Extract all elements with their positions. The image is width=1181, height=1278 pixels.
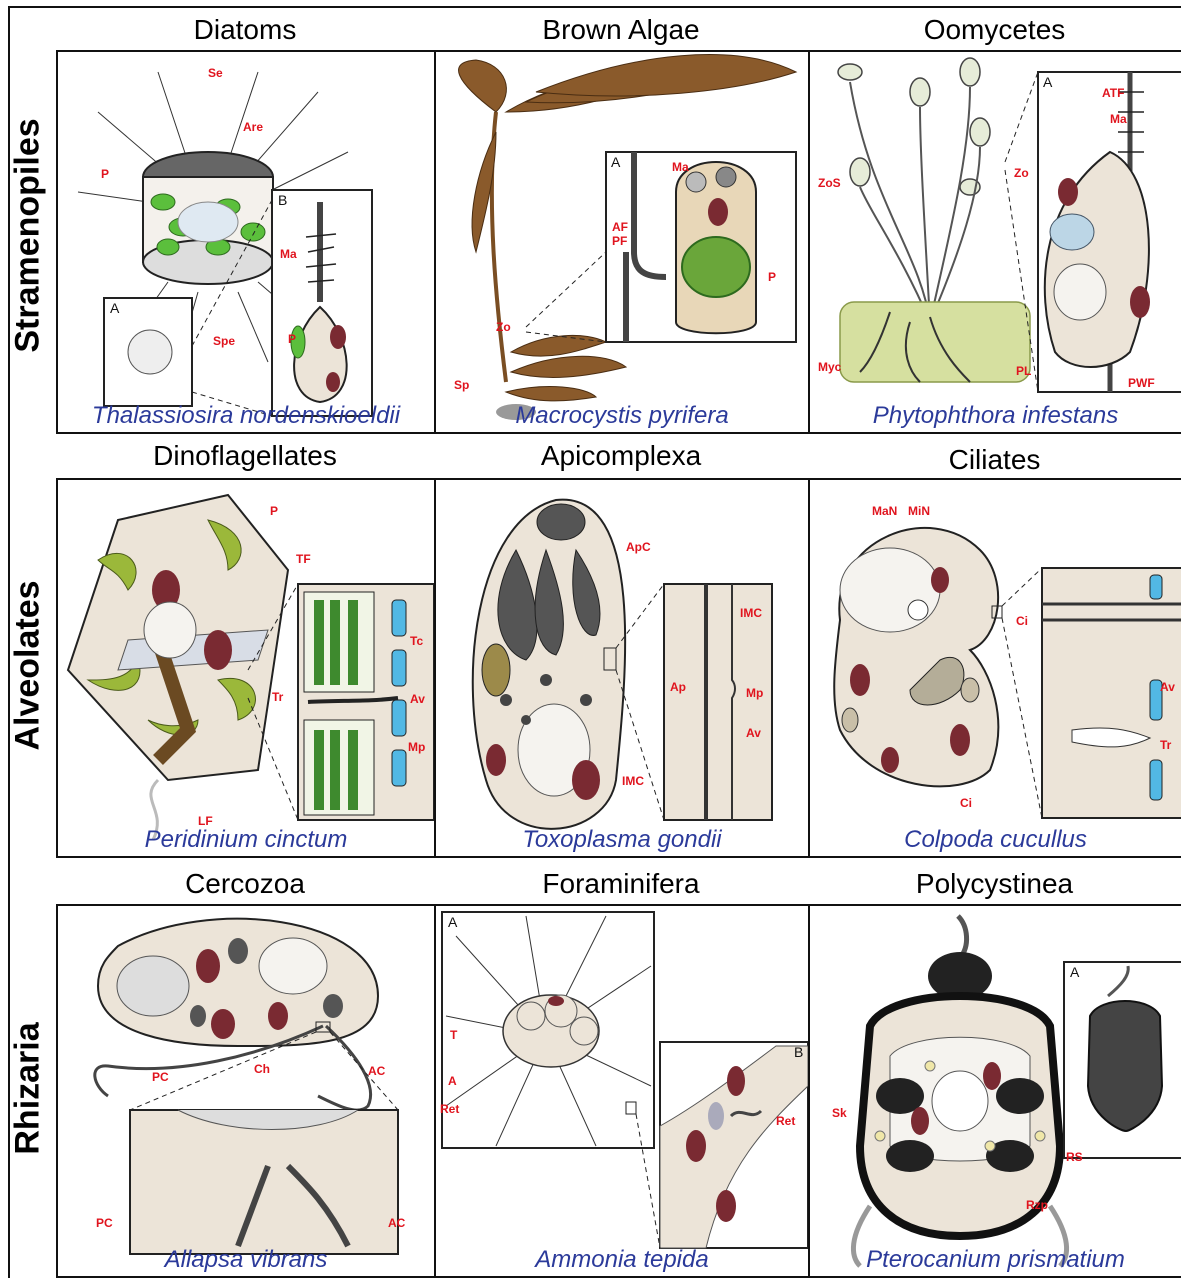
label-p: P	[288, 332, 296, 346]
label-af: AF	[612, 220, 628, 234]
group-title-polycystinea: Polycystinea	[808, 868, 1181, 900]
label-ma: Ma	[1110, 112, 1127, 126]
panel-brown-algae: A Ma AF PF P Zo Sp Macrocystis pyrifera	[434, 50, 810, 434]
species-name: Allapsa vibrans	[58, 1246, 434, 1274]
label-ap: Ap	[670, 680, 686, 694]
panel-apicomplexa: ApC IMC Ap Mp Av IMC Toxoplasma gondii	[434, 478, 810, 858]
group-title-ciliates: Ciliates	[808, 444, 1181, 476]
inset-letter: A	[1070, 964, 1079, 980]
label-av: Av	[1160, 680, 1175, 694]
species-name: Macrocystis pyrifera	[436, 402, 808, 430]
label-pf: PF	[612, 234, 627, 248]
group-title-dinoflagellates: Dinoflagellates	[56, 440, 434, 472]
label-ma: Ma	[672, 160, 689, 174]
polycystinea-illustration	[810, 906, 1181, 1278]
label-ci: Ci	[960, 796, 972, 810]
label-zos: ZoS	[818, 176, 841, 190]
group-title-apicomplexa: Apicomplexa	[434, 440, 808, 472]
species-name: Phytophthora infestans	[810, 402, 1181, 430]
panel-oomycetes: A ATF Ma ZoS Zo Myc PL PWF Phytophthora …	[808, 50, 1181, 434]
label-pwf: PWF	[1128, 376, 1155, 390]
species-name: Colpoda cucullus	[810, 826, 1181, 854]
label-ma: Ma	[280, 247, 297, 261]
label-imc: IMC	[740, 606, 762, 620]
inset-letter: A	[110, 300, 119, 316]
oomycete-illustration	[810, 52, 1181, 434]
panel-foraminifera: A B T A Ret Ret Ammonia tepida	[434, 904, 810, 1278]
species-name: Toxoplasma gondii	[436, 826, 808, 854]
label-av: Av	[410, 692, 425, 706]
panel-dinoflagellates: P TF Tc Tr Av Mp LF Peridinium cinctum	[56, 478, 436, 858]
species-name: Ammonia tepida	[436, 1246, 808, 1274]
dinoflagellate-illustration	[58, 480, 436, 858]
panel-ciliates: MaN MiN Ci Av Tr Ci Colpoda cucullus	[808, 478, 1181, 858]
inset-letter: B	[278, 192, 287, 208]
group-title-diatoms: Diatoms	[56, 14, 434, 46]
label-sk: Sk	[832, 1106, 847, 1120]
row-label-text: Alveolates	[9, 580, 48, 750]
label-imc: IMC	[622, 774, 644, 788]
label-ret: Ret	[776, 1114, 795, 1128]
inset-letter: A	[1043, 74, 1052, 90]
label-tr: Tr	[1160, 738, 1171, 752]
ciliate-illustration	[810, 480, 1181, 858]
foraminifera-illustration	[436, 906, 810, 1278]
label-man: MaN	[872, 504, 897, 518]
row-label-text: Stramenopiles	[9, 118, 48, 352]
panel-diatoms: A B Se Are P Ma P Spe Thalassiosira nord…	[56, 50, 436, 434]
label-spe: Spe	[213, 334, 235, 348]
label-apc: ApC	[626, 540, 651, 554]
label-sp: Sp	[454, 378, 469, 392]
label-p: P	[101, 167, 109, 181]
label-tf: TF	[296, 552, 311, 566]
label-a: A	[448, 1074, 457, 1088]
label-p: P	[768, 270, 776, 284]
label-rzp: Rzp	[1026, 1198, 1048, 1212]
label-zo: Zo	[1014, 166, 1029, 180]
row-label-text: Rhizaria	[9, 1022, 48, 1154]
label-ch: Ch	[254, 1062, 270, 1076]
label-mp: Mp	[746, 686, 763, 700]
label-are: Are	[243, 120, 263, 134]
inset-letter: A	[448, 914, 457, 930]
label-ci: Ci	[1016, 614, 1028, 628]
group-title-foraminifera: Foraminifera	[434, 868, 808, 900]
species-name: Pterocanium prismatium	[810, 1246, 1181, 1274]
label-ret: Ret	[440, 1102, 459, 1116]
label-zo: Zo	[496, 320, 511, 334]
label-mp: Mp	[408, 740, 425, 754]
label-rs: RS	[1066, 1150, 1083, 1164]
label-pc: PC	[96, 1216, 113, 1230]
label-ac: AC	[368, 1064, 385, 1078]
label-se: Se	[208, 66, 223, 80]
label-atf: ATF	[1102, 86, 1124, 100]
row-label-rhizaria: Rhizaria	[0, 900, 56, 1276]
label-pc: PC	[152, 1070, 169, 1084]
label-tc: Tc	[410, 634, 423, 648]
label-ac: AC	[388, 1216, 405, 1230]
cercozoa-illustration	[58, 906, 436, 1278]
group-title-brown-algae: Brown Algae	[434, 14, 808, 46]
label-pl: PL	[1016, 364, 1031, 378]
inset-letter: B	[794, 1044, 803, 1060]
label-av: Av	[746, 726, 761, 740]
label-min: MiN	[908, 504, 930, 518]
species-name: Thalassiosira nordenskioeldii	[58, 402, 434, 430]
row-label-alveolates: Alveolates	[0, 470, 56, 860]
label-t: T	[450, 1028, 457, 1042]
label-myc: Myc	[818, 360, 841, 374]
species-name: Peridinium cinctum	[58, 826, 434, 854]
label-p: P	[270, 504, 278, 518]
diatom-illustration	[58, 52, 436, 434]
group-title-oomycetes: Oomycetes	[808, 14, 1181, 46]
row-label-stramenopiles: Stramenopiles	[0, 40, 56, 430]
inset-letter: A	[611, 154, 620, 170]
label-tr: Tr	[272, 690, 283, 704]
panel-polycystinea: A Sk RS Rzp Pterocanium prismatium	[808, 904, 1181, 1278]
panel-cercozoa: PC Ch AC PC AC Allapsa vibrans	[56, 904, 436, 1278]
group-title-cercozoa: Cercozoa	[56, 868, 434, 900]
apicomplexa-illustration	[436, 480, 810, 858]
